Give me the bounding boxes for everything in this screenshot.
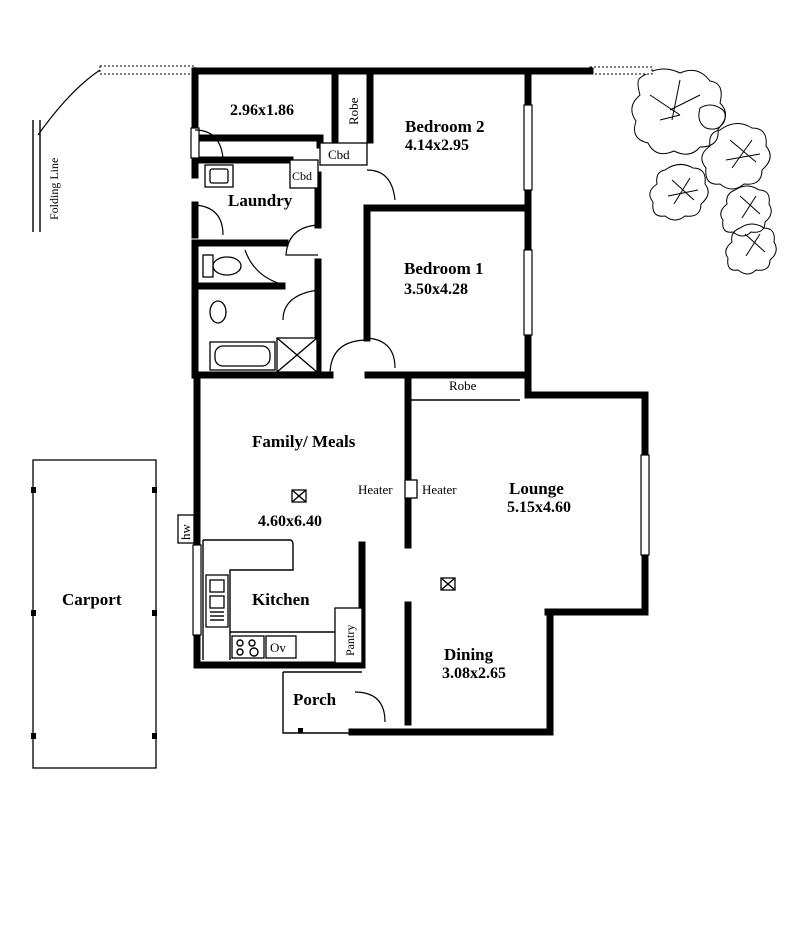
vent-icon bbox=[440, 577, 456, 591]
gate-arc bbox=[37, 69, 101, 136]
sink-icon bbox=[205, 574, 229, 628]
cbd-laundry-label: Cbd bbox=[292, 169, 312, 183]
cbd-hall-box bbox=[319, 142, 368, 166]
doors bbox=[194, 129, 396, 723]
cbd-hall-label: Cbd bbox=[328, 147, 350, 162]
cooktop-icon bbox=[231, 635, 265, 659]
shower-icon bbox=[276, 337, 318, 373]
oven-box bbox=[265, 635, 297, 659]
interior-walls bbox=[191, 67, 532, 726]
kitchen-name: Kitchen bbox=[252, 590, 310, 609]
cbd-laundry-box bbox=[289, 159, 319, 189]
pantry-label: Pantry bbox=[343, 625, 357, 656]
folding-line-label: Folding Line bbox=[47, 158, 61, 220]
laundry-name: Laundry bbox=[228, 191, 293, 210]
dining-name: Dining bbox=[444, 645, 494, 664]
laundry-tub-icon bbox=[204, 164, 234, 188]
pantry-box bbox=[334, 607, 363, 664]
toilet-icon bbox=[202, 254, 242, 278]
oven-label: Ov bbox=[270, 640, 286, 655]
kitchen-bench bbox=[202, 539, 335, 660]
dining-dims: 3.08x2.65 bbox=[442, 665, 506, 682]
lounge-name: Lounge bbox=[509, 479, 564, 498]
lounge-dims: 5.15x4.60 bbox=[507, 499, 571, 516]
trees-icon bbox=[631, 68, 777, 275]
family-meals-name: Family/ Meals bbox=[252, 432, 356, 451]
porch-name: Porch bbox=[293, 690, 337, 709]
porch-outline bbox=[282, 671, 362, 734]
robe-top-label: Robe bbox=[346, 97, 361, 125]
basin-icon bbox=[209, 300, 227, 324]
folding-line: Folding Line bbox=[32, 120, 61, 232]
family-meals-dims: 4.60x6.40 bbox=[258, 513, 322, 530]
exterior-walls bbox=[191, 67, 649, 736]
small-room-dims: 2.96x1.86 bbox=[230, 102, 294, 119]
vent-icon bbox=[291, 489, 307, 503]
heater-right-label: Heater bbox=[422, 482, 457, 497]
bedroom1-name: Bedroom 1 bbox=[404, 259, 484, 278]
heater-icon bbox=[404, 479, 418, 499]
bedroom2-name: Bedroom 2 bbox=[405, 117, 485, 136]
bath-icon bbox=[209, 341, 276, 371]
hw-box bbox=[177, 514, 195, 544]
carport-name: Carport bbox=[62, 590, 122, 609]
bedroom1-dims: 3.50x4.28 bbox=[404, 281, 468, 298]
robe-bed1-label: Robe bbox=[449, 378, 477, 393]
heater-left-label: Heater bbox=[358, 482, 393, 497]
carport bbox=[31, 459, 157, 769]
bedroom2-dims: 4.14x2.95 bbox=[405, 137, 469, 154]
hw-label: hw bbox=[178, 524, 193, 541]
windows bbox=[190, 104, 650, 636]
